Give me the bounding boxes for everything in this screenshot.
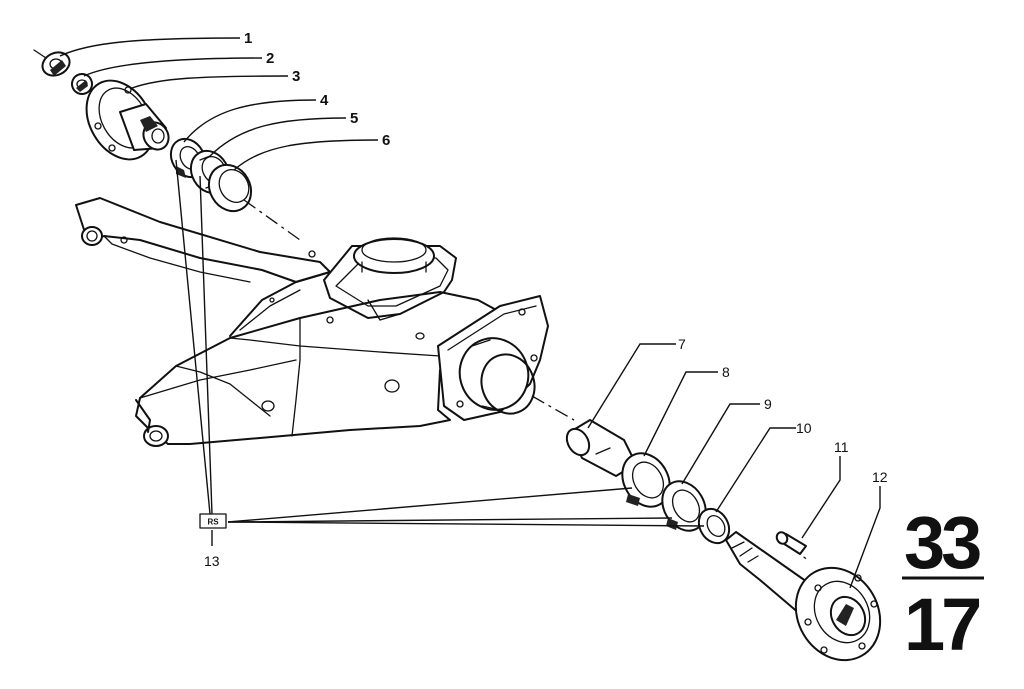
callout-10: 10 bbox=[796, 420, 812, 436]
rs-kit-label: RS bbox=[207, 518, 219, 527]
right-hub-parts bbox=[531, 395, 882, 662]
right-axis-centerline bbox=[531, 395, 575, 421]
callout-7: 7 bbox=[678, 336, 686, 352]
part-1-axle-nut bbox=[33, 49, 71, 77]
callout-3: 3 bbox=[292, 68, 300, 85]
part-2-washer bbox=[71, 73, 93, 95]
part-9-seal bbox=[661, 480, 707, 532]
callout-5: 5 bbox=[350, 110, 358, 127]
left-hub-parts bbox=[33, 49, 301, 241]
callout-1: 1 bbox=[244, 30, 252, 47]
callout-13: 13 bbox=[204, 553, 220, 569]
leader-lines bbox=[59, 37, 881, 589]
left-axis-centerline bbox=[243, 199, 301, 241]
part-6-bearing-ring bbox=[207, 163, 253, 213]
page-ref-bottom: 17 bbox=[904, 583, 979, 666]
part-7-spacer-sleeve bbox=[565, 419, 637, 477]
callout-8: 8 bbox=[722, 364, 730, 380]
callout-2: 2 bbox=[266, 50, 274, 67]
callout-6: 6 bbox=[382, 132, 390, 149]
part-3-drive-flange bbox=[85, 79, 170, 161]
callout-11: 11 bbox=[834, 439, 849, 455]
axle-beam bbox=[75, 197, 549, 447]
part-10-ring bbox=[697, 507, 731, 545]
part-11-wheel-bolt bbox=[775, 531, 807, 555]
part-8-bearing bbox=[621, 452, 671, 508]
part-12-axle-shaft bbox=[725, 531, 882, 662]
rs-kit-box: RS bbox=[199, 513, 227, 529]
callout-9: 9 bbox=[764, 396, 772, 412]
callout-4: 4 bbox=[320, 92, 329, 109]
page-ref-top: 33 bbox=[904, 501, 980, 584]
page-reference: 33 17 bbox=[902, 501, 984, 666]
callout-12: 12 bbox=[872, 469, 888, 485]
